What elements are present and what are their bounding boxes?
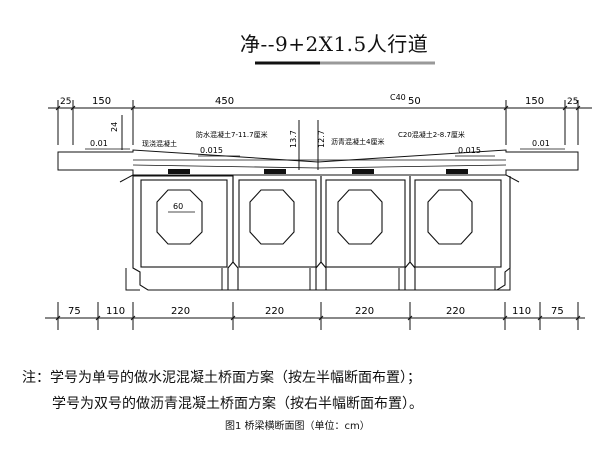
label-left-curb-concrete: 现浇混凝土 [142, 139, 177, 148]
label-dim-12-7: 12.7 [317, 130, 326, 148]
slope-mid-left: 0.015 [200, 146, 223, 155]
bottom-dim-220-2: 220 [265, 306, 284, 317]
label-waterproof-concrete: 防水混凝土7-11.7厘米 [196, 130, 268, 139]
bottom-dim-110-left: 110 [106, 306, 125, 317]
top-dim-450: 450 [215, 96, 234, 107]
slope-right: 0.01 [532, 139, 550, 148]
top-dim-50: 50 [408, 96, 421, 107]
bottom-dim-220-3: 220 [355, 306, 374, 317]
bottom-dim-110-right: 110 [512, 306, 531, 317]
concrete-grade-label: C40 [390, 93, 406, 102]
cell-width-label: 60 [173, 202, 183, 211]
deck-slab [57, 149, 579, 183]
label-asphalt-concrete: 沥青混凝土4厘米 [331, 137, 384, 146]
diagram-title: 净--9+2X1.5人行道 [240, 32, 429, 56]
bottom-dimension-line [45, 302, 585, 330]
label-dim-13-7: 13.7 [289, 130, 298, 148]
top-dim-25-right: 25 [567, 97, 578, 107]
label-dim-24: 24 [110, 122, 119, 132]
figure-caption: 图1 桥梁横断面图（单位：cm） [225, 421, 370, 432]
bearing-pads [168, 169, 468, 174]
note-line-1: 注：学号为单号的做水泥混凝土桥面方案（按左半幅断面布置）； [22, 370, 421, 386]
slope-mid-right: 0.015 [458, 146, 481, 155]
label-c20-concrete: C20混凝土2-8.7厘米 [398, 130, 465, 139]
top-dimension-line [48, 100, 592, 145]
bottom-dim-75-left: 75 [68, 306, 81, 317]
girder-legs [125, 268, 511, 291]
top-dim-150-left: 150 [92, 96, 111, 107]
bottom-dim-220-1: 220 [171, 306, 190, 317]
bottom-dim-75-right: 75 [551, 306, 564, 317]
bottom-dim-220-4: 220 [446, 306, 465, 317]
box-girders [132, 175, 511, 291]
top-dim-25-left: 25 [60, 97, 71, 107]
note-line-2: 学号为双号的做沥青混凝土桥面方案（按右半幅断面布置）。 [52, 396, 423, 412]
top-dim-150-right: 150 [525, 96, 544, 107]
slope-left: 0.01 [90, 139, 108, 148]
